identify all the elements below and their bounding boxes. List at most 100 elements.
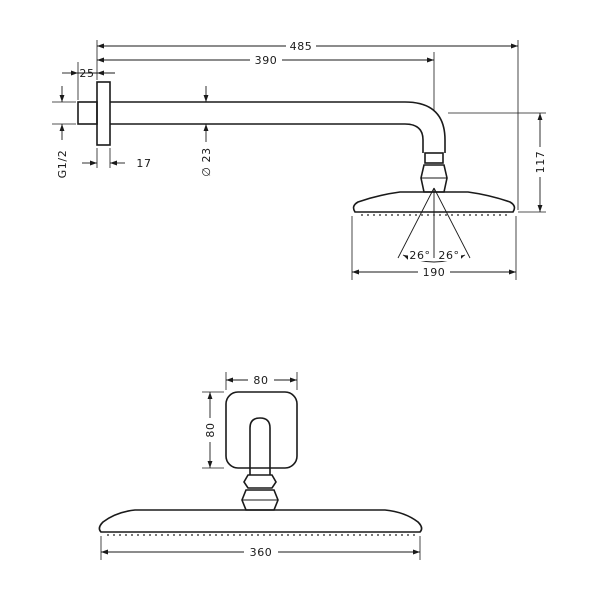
dim-drop-height: 117 (533, 113, 547, 212)
nozzle-dot (481, 214, 483, 216)
nozzle-dot (305, 534, 307, 536)
shower-head-front (98, 509, 423, 533)
nozzle-dot (397, 214, 399, 216)
angle-left-label: 26° (409, 249, 430, 262)
wall-flange (96, 81, 111, 146)
nozzle-dot (257, 534, 259, 536)
extension-lines (52, 40, 546, 280)
nozzle-dot (269, 534, 271, 536)
dim-head-diameter-label: 190 (423, 266, 446, 279)
dim-head-width: 360 (101, 545, 420, 559)
nozzle-dot (185, 534, 187, 536)
nozzle-dot (167, 534, 169, 536)
dim-plate-width: 80 (226, 373, 297, 387)
nozzle-dot (365, 534, 367, 536)
nozzle-dot (383, 534, 385, 536)
connector-front (243, 474, 277, 489)
nozzle-dot (439, 214, 441, 216)
thread-stub (77, 101, 98, 125)
nozzle-dot (263, 534, 265, 536)
nozzle-dot (311, 534, 313, 536)
dim-thread: G1/2 (56, 86, 69, 178)
spray-angle-lines (397, 187, 471, 263)
angle-right-label: 26° (438, 249, 459, 262)
dim-arm-diameter: ∅ 23 (200, 86, 213, 177)
nozzle-dot (317, 534, 319, 536)
nozzle-dot (445, 214, 447, 216)
nozzle-dot (347, 534, 349, 536)
nozzle-dot (401, 534, 403, 536)
dim-plate-width-label: 80 (253, 374, 268, 387)
nozzle-dot (451, 214, 453, 216)
nozzle-dot (155, 534, 157, 536)
nozzle-dot (143, 534, 145, 536)
nozzle-dot (275, 534, 277, 536)
nozzle-dot (125, 534, 127, 536)
nozzle-dot (179, 534, 181, 536)
nozzle-dot (469, 214, 471, 216)
ball-joint (420, 164, 448, 193)
dim-arm-reach: 390 (97, 53, 434, 67)
nozzle-dot (239, 534, 241, 536)
nozzle-dots-side (361, 214, 507, 216)
nozzle-dot (137, 534, 139, 536)
dim-head-width-label: 360 (250, 546, 273, 559)
nozzle-dot (227, 534, 229, 536)
nozzle-dot (475, 214, 477, 216)
nozzle-dot (413, 534, 415, 536)
nozzle-dot (251, 534, 253, 536)
dim-flange-depth-label: 25 (79, 67, 94, 80)
side-view: 485 390 25 G1/2 17 (52, 39, 547, 280)
nozzle-dot (359, 534, 361, 536)
nozzle-dot (457, 214, 459, 216)
nozzle-dot (367, 214, 369, 216)
nozzle-dot (113, 534, 115, 536)
dim-total-length: 485 (97, 39, 518, 53)
nozzle-dot (323, 534, 325, 536)
nozzle-dot (281, 534, 283, 536)
nozzle-dot (149, 534, 151, 536)
nozzle-dot (209, 534, 211, 536)
dim-wall-offset-label: 17 (136, 157, 151, 170)
nozzle-dot (377, 534, 379, 536)
nozzle-dot (499, 214, 501, 216)
front-extension-lines (100, 372, 421, 560)
dim-wall-offset: 17 (82, 157, 151, 170)
nozzle-dot (215, 534, 217, 536)
dim-plate-height: 80 (203, 392, 217, 468)
nozzle-dot (353, 534, 355, 536)
nozzle-dot (119, 534, 121, 536)
front-view: 80 80 360 (98, 372, 423, 560)
nozzle-dot (335, 534, 337, 536)
nozzle-dot (463, 214, 465, 216)
nozzle-dot (245, 534, 247, 536)
nozzle-dot (341, 534, 343, 536)
nozzle-dot (329, 534, 331, 536)
nozzle-dot (287, 534, 289, 536)
nozzle-dot (427, 214, 429, 216)
dim-head-diameter: 190 (352, 265, 516, 279)
shower-head-side (352, 191, 516, 213)
nozzle-dot (421, 214, 423, 216)
nozzle-dot (391, 214, 393, 216)
nozzle-dot (197, 534, 199, 536)
nozzle-dot (203, 534, 205, 536)
nozzle-dot (361, 214, 363, 216)
nozzle-dot (389, 534, 391, 536)
nozzle-dot (415, 214, 417, 216)
swivel-nut (424, 152, 444, 164)
nozzle-dot (161, 534, 163, 536)
dim-thread-label: G1/2 (56, 150, 69, 179)
wall-plate (225, 391, 298, 469)
nozzle-dot (395, 534, 397, 536)
nozzle-dot (191, 534, 193, 536)
nozzle-dot (221, 534, 223, 536)
nozzle-dot (373, 214, 375, 216)
nozzle-dot (107, 534, 109, 536)
nozzle-dot (173, 534, 175, 536)
nozzle-dot (487, 214, 489, 216)
nozzle-dot (233, 534, 235, 536)
nozzle-dot (131, 534, 133, 536)
nozzle-dot (493, 214, 495, 216)
